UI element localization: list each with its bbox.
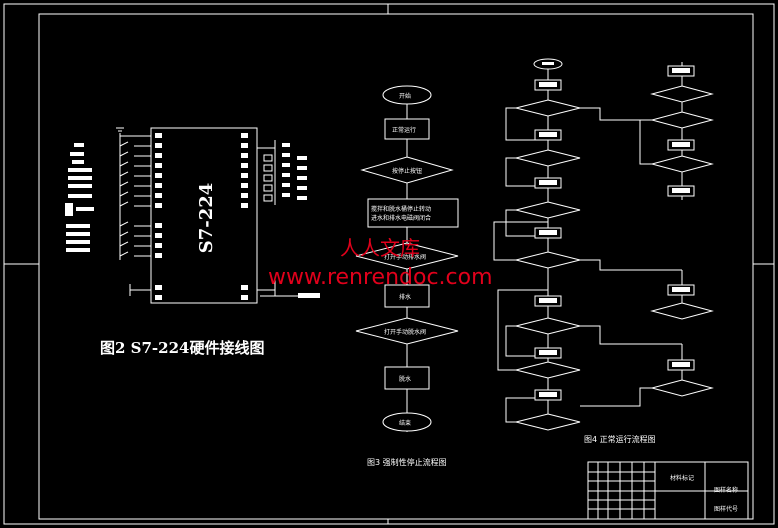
flow-stop-decision bbox=[360, 156, 454, 184]
fig2-caption: 图2 S7-224硬件接线图 bbox=[100, 339, 265, 357]
title-block-drawing-code: 图样代号 bbox=[714, 506, 739, 513]
flow-drain-box bbox=[384, 284, 430, 308]
inner-frame bbox=[38, 13, 754, 520]
watermark-url: www.renrendoc.com bbox=[268, 265, 493, 290]
flow-spin-label: 脱水 bbox=[399, 376, 412, 383]
watermark-cn: 人人文库 bbox=[340, 236, 420, 260]
plc-model-label: S7-224 bbox=[196, 183, 217, 254]
flow-normal-run-box bbox=[384, 118, 430, 140]
fig3-caption: 图3 强制性停止流程图 bbox=[367, 458, 447, 467]
flow-manual-spin-decision bbox=[355, 317, 459, 345]
title-block-part-name: 材料标记 bbox=[670, 475, 695, 482]
flow-drain-label: 排水 bbox=[399, 294, 412, 301]
fig4-caption: 图4 正常运行流程图 bbox=[584, 435, 656, 444]
title-block-drawing-name: 图样名称 bbox=[714, 487, 739, 494]
flow-process-line-1: 搅拌和脱水桶停止转动 bbox=[371, 206, 432, 213]
flow-process-box bbox=[367, 198, 459, 228]
flow-start-node bbox=[382, 85, 432, 105]
title-block bbox=[587, 461, 749, 520]
flow-normal-run-label: 正常运行 bbox=[392, 127, 417, 134]
flow-end-label: 结束 bbox=[399, 420, 412, 427]
flow-manual-spin-label: 打开手动脱水阀 bbox=[384, 329, 427, 336]
flow-stop-button-label: 按停止按钮 bbox=[392, 168, 423, 175]
plc-body bbox=[150, 127, 258, 304]
stop-flowchart bbox=[355, 85, 459, 432]
flow-manual-drain-label: 打开手动排水阀 bbox=[384, 254, 427, 261]
flow-end-node bbox=[382, 412, 432, 432]
flow-process-line-2: 进水和排水电磁阀闭合 bbox=[371, 215, 432, 222]
normal-run-flowchart bbox=[493, 58, 714, 431]
flow-manual-drain-decision bbox=[355, 242, 459, 270]
flow-start-label: 开始 bbox=[399, 93, 412, 100]
flow-spin-box bbox=[384, 366, 430, 390]
plc-wiring-diagram bbox=[65, 127, 320, 304]
